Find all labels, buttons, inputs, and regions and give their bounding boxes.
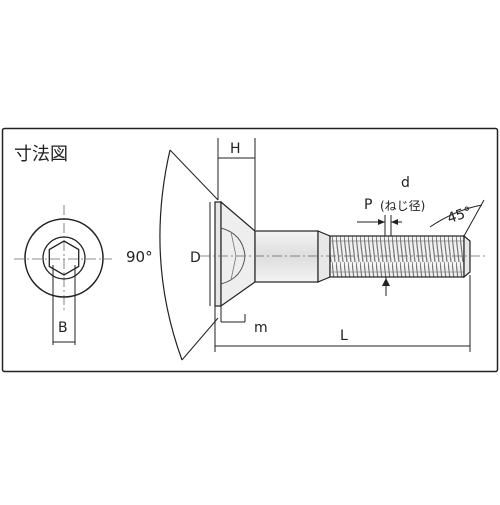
label-H: H bbox=[230, 141, 241, 157]
label-P: P bbox=[364, 197, 372, 213]
dimension-H: H bbox=[217, 138, 256, 230]
drawing-title: 寸法図 bbox=[14, 144, 68, 165]
label-d: d bbox=[401, 175, 410, 191]
dimension-45: 45° bbox=[429, 199, 485, 237]
label-D: D bbox=[190, 250, 201, 266]
hex-socket bbox=[48, 240, 80, 276]
head-top-view: B bbox=[14, 205, 112, 345]
head-outer-circle bbox=[24, 218, 104, 298]
dimension-D: D bbox=[190, 202, 211, 306]
head-angle-dimension: 90° bbox=[126, 149, 219, 361]
label-angle-45: 45° bbox=[445, 204, 474, 227]
label-L: L bbox=[340, 328, 348, 344]
thread-section bbox=[329, 235, 465, 278]
frame bbox=[1, 127, 499, 373]
head-cone bbox=[220, 200, 256, 308]
label-angle-90: 90° bbox=[126, 248, 153, 266]
head-inner-circle bbox=[42, 236, 86, 280]
screw-side-view bbox=[200, 200, 485, 308]
dimension-m: m bbox=[214, 306, 268, 336]
label-B: B bbox=[58, 320, 68, 336]
label-m: m bbox=[254, 320, 268, 336]
label-thread-note: (ねじ径) bbox=[380, 199, 425, 213]
shank bbox=[254, 230, 319, 283]
dimension-L: L bbox=[214, 275, 471, 352]
head-collar bbox=[214, 201, 222, 307]
dimension-d-P: d (ねじ径) P bbox=[357, 175, 425, 296]
